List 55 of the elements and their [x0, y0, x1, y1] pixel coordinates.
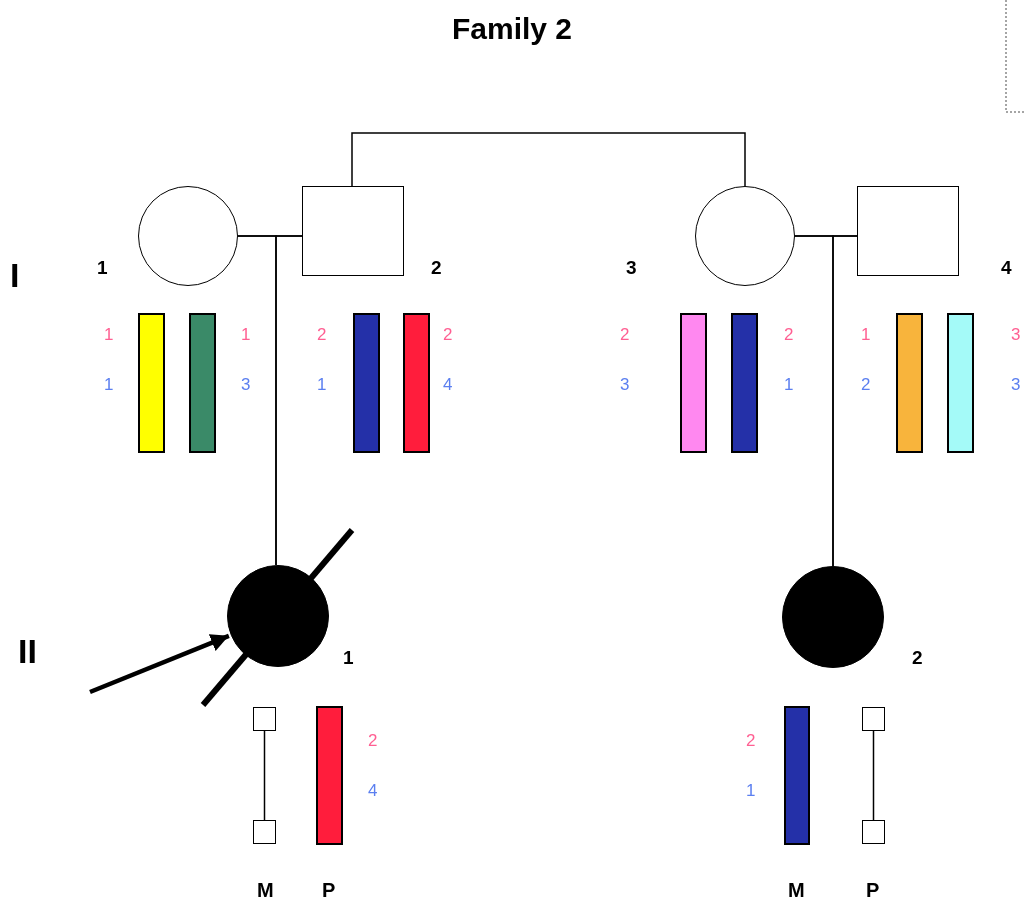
individual-number: 4: [1001, 258, 1012, 277]
individual-number: 2: [912, 648, 923, 667]
allele-number: 1: [746, 782, 756, 799]
marker-box: [862, 707, 885, 731]
individual-number: 2: [431, 258, 442, 277]
individual-number: 1: [97, 258, 108, 277]
pedigree-line: [275, 235, 303, 566]
pedigree-line: [832, 235, 858, 567]
allele-number: 1: [784, 376, 794, 393]
marker-box: [253, 820, 276, 844]
parental-origin-label: M: [257, 880, 274, 900]
allele-number: 4: [368, 782, 378, 799]
allele-number: 1: [861, 326, 871, 343]
male-symbol: [302, 186, 404, 276]
pedigree-line: [872, 730, 875, 821]
pedigree-line: [263, 730, 266, 821]
individual-number: 1: [343, 648, 354, 667]
marker-box: [862, 820, 885, 844]
haplotype-bar: [784, 706, 810, 845]
haplotype-bar: [403, 313, 430, 453]
generation-label: II: [18, 634, 37, 668]
allele-number: 2: [746, 732, 756, 749]
haplotype-bar: [731, 313, 758, 453]
allele-number: 3: [620, 376, 630, 393]
pedigree-line: [351, 132, 746, 187]
allele-number: 2: [443, 326, 453, 343]
allele-number: 1: [317, 376, 327, 393]
individual-number: 3: [626, 258, 637, 277]
allele-number: 3: [1011, 376, 1021, 393]
allele-number: 2: [368, 732, 378, 749]
allele-number: 3: [1011, 326, 1021, 343]
haplotype-bar: [896, 313, 923, 453]
title: Family 2: [450, 14, 574, 44]
generation-label: I: [10, 258, 20, 292]
haplotype-bar: [353, 313, 380, 453]
allele-number: 1: [241, 326, 251, 343]
allele-number: 4: [443, 376, 453, 393]
allele-number: 2: [317, 326, 327, 343]
allele-number: 2: [620, 326, 630, 343]
allele-number: 2: [784, 326, 794, 343]
haplotype-bar: [680, 313, 707, 453]
haplotype-bar: [316, 706, 343, 845]
arrow: [89, 633, 230, 695]
haplotype-bar: [947, 313, 974, 453]
haplotype-bar: [189, 313, 216, 453]
parental-origin-label: M: [788, 880, 805, 900]
allele-number: 2: [861, 376, 871, 393]
marker-box: [253, 707, 276, 731]
allele-number: 3: [241, 376, 251, 393]
parental-origin-label: P: [866, 880, 880, 900]
allele-number: 1: [104, 326, 114, 343]
parental-origin-label: P: [322, 880, 336, 900]
haplotype-bar: [138, 313, 165, 453]
allele-number: 1: [104, 376, 114, 393]
male-symbol: [857, 186, 959, 276]
